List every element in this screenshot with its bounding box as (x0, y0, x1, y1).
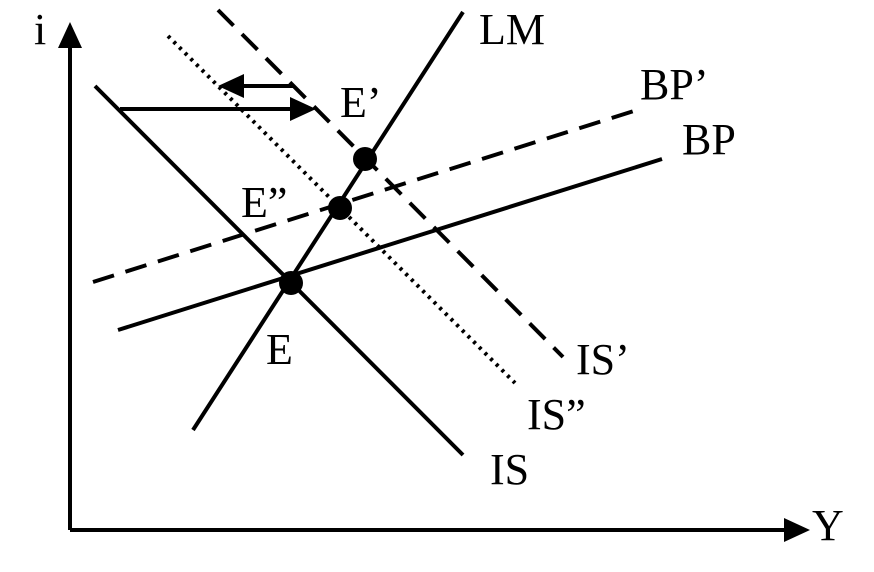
x-axis-arrow-icon (784, 518, 810, 542)
lm-curve (191, 10, 465, 432)
lm-label: LM (479, 5, 545, 54)
bp-prime-label: BP’ (640, 60, 708, 109)
point-e-double-prime-marker (328, 196, 352, 220)
is-curve (93, 84, 465, 457)
point-e-marker (279, 271, 303, 295)
y-axis-arrow-icon (58, 22, 82, 48)
point-e-prime-marker (353, 147, 377, 171)
bp-prime-curve (92, 108, 638, 284)
y-axis-label: i (34, 5, 46, 54)
bp-label: BP (682, 115, 736, 164)
shift-right-arrow-head-icon (290, 97, 316, 121)
point-e-double-prime-label: E” (241, 178, 287, 227)
is-label: IS (490, 445, 529, 494)
is-prime-label: IS’ (576, 335, 630, 384)
shift-left-arrow-head-icon (218, 74, 244, 98)
is-double-prime-curve (166, 34, 517, 385)
bp-curve (117, 157, 663, 332)
point-e-prime-label: E’ (340, 78, 382, 127)
is-double-prime-label: IS” (527, 390, 586, 439)
x-axis-label: Y (812, 501, 844, 550)
is-prime-curve (216, 8, 565, 359)
point-e-label: E (266, 325, 293, 374)
